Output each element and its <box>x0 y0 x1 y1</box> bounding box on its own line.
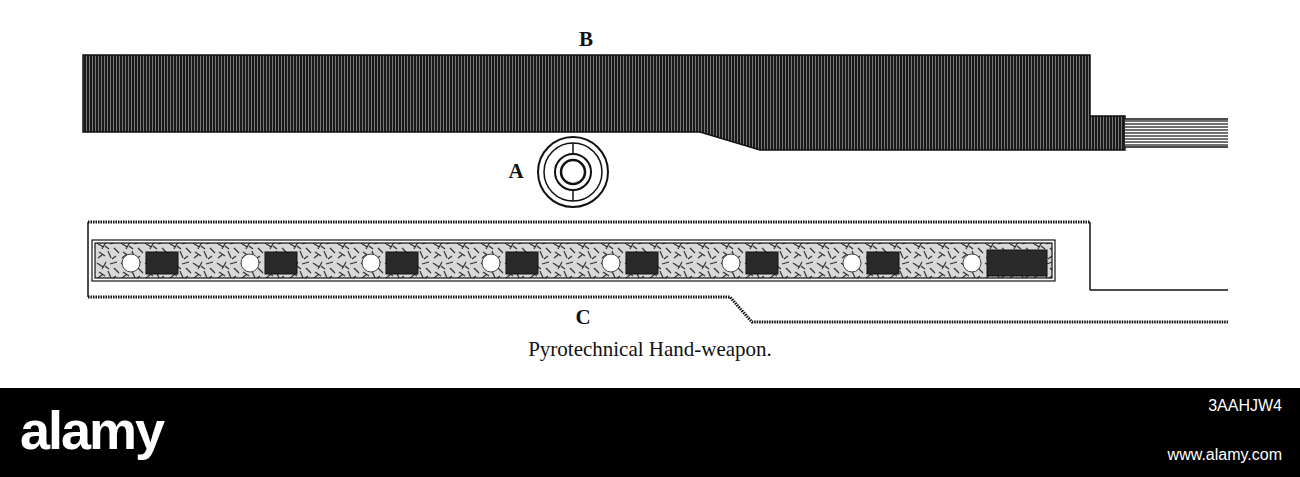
seam-line <box>572 143 574 154</box>
charges <box>122 250 1047 276</box>
bore-wall <box>92 240 1055 281</box>
seam-line <box>572 190 574 201</box>
tube-body <box>83 55 1125 150</box>
inner-ring <box>544 143 602 201</box>
view-label: A <box>508 160 523 183</box>
ball <box>963 254 981 272</box>
ball <box>722 254 740 272</box>
bore-ring <box>555 154 591 190</box>
ball <box>602 254 620 272</box>
end-view <box>538 137 608 207</box>
section-end <box>1089 222 1091 290</box>
figure-caption: Pyrotechnical Hand-weapon. <box>528 338 772 361</box>
watermark-id: 3AAHJW4 <box>1208 397 1282 415</box>
section-end <box>87 222 89 297</box>
exterior-view <box>83 55 1228 150</box>
ball <box>362 254 380 272</box>
view-label: B <box>579 28 593 51</box>
rod-edge <box>1125 118 1228 120</box>
section-bottom <box>88 297 1228 322</box>
section-edge <box>1090 289 1228 291</box>
composition-fill <box>95 243 1052 278</box>
charge <box>265 252 297 274</box>
watermark-bar <box>0 388 1300 477</box>
watermark-url: www.alamy.com <box>1168 446 1282 464</box>
charge <box>867 252 899 274</box>
charge <box>386 252 418 274</box>
charge <box>506 252 538 274</box>
outer-ring <box>538 137 608 207</box>
watermark-logo: alamy <box>20 401 163 460</box>
view-label: C <box>575 306 590 329</box>
section-view <box>88 222 1228 322</box>
charge <box>146 252 178 274</box>
charge <box>987 250 1047 276</box>
charge <box>746 252 778 274</box>
section-top <box>88 221 1090 224</box>
ball <box>122 254 140 272</box>
charge <box>626 252 658 274</box>
rod-edge <box>1125 146 1228 148</box>
bore <box>561 160 585 184</box>
ball <box>482 254 500 272</box>
ball <box>843 254 861 272</box>
handle-rod <box>1125 119 1228 147</box>
ball <box>241 254 259 272</box>
